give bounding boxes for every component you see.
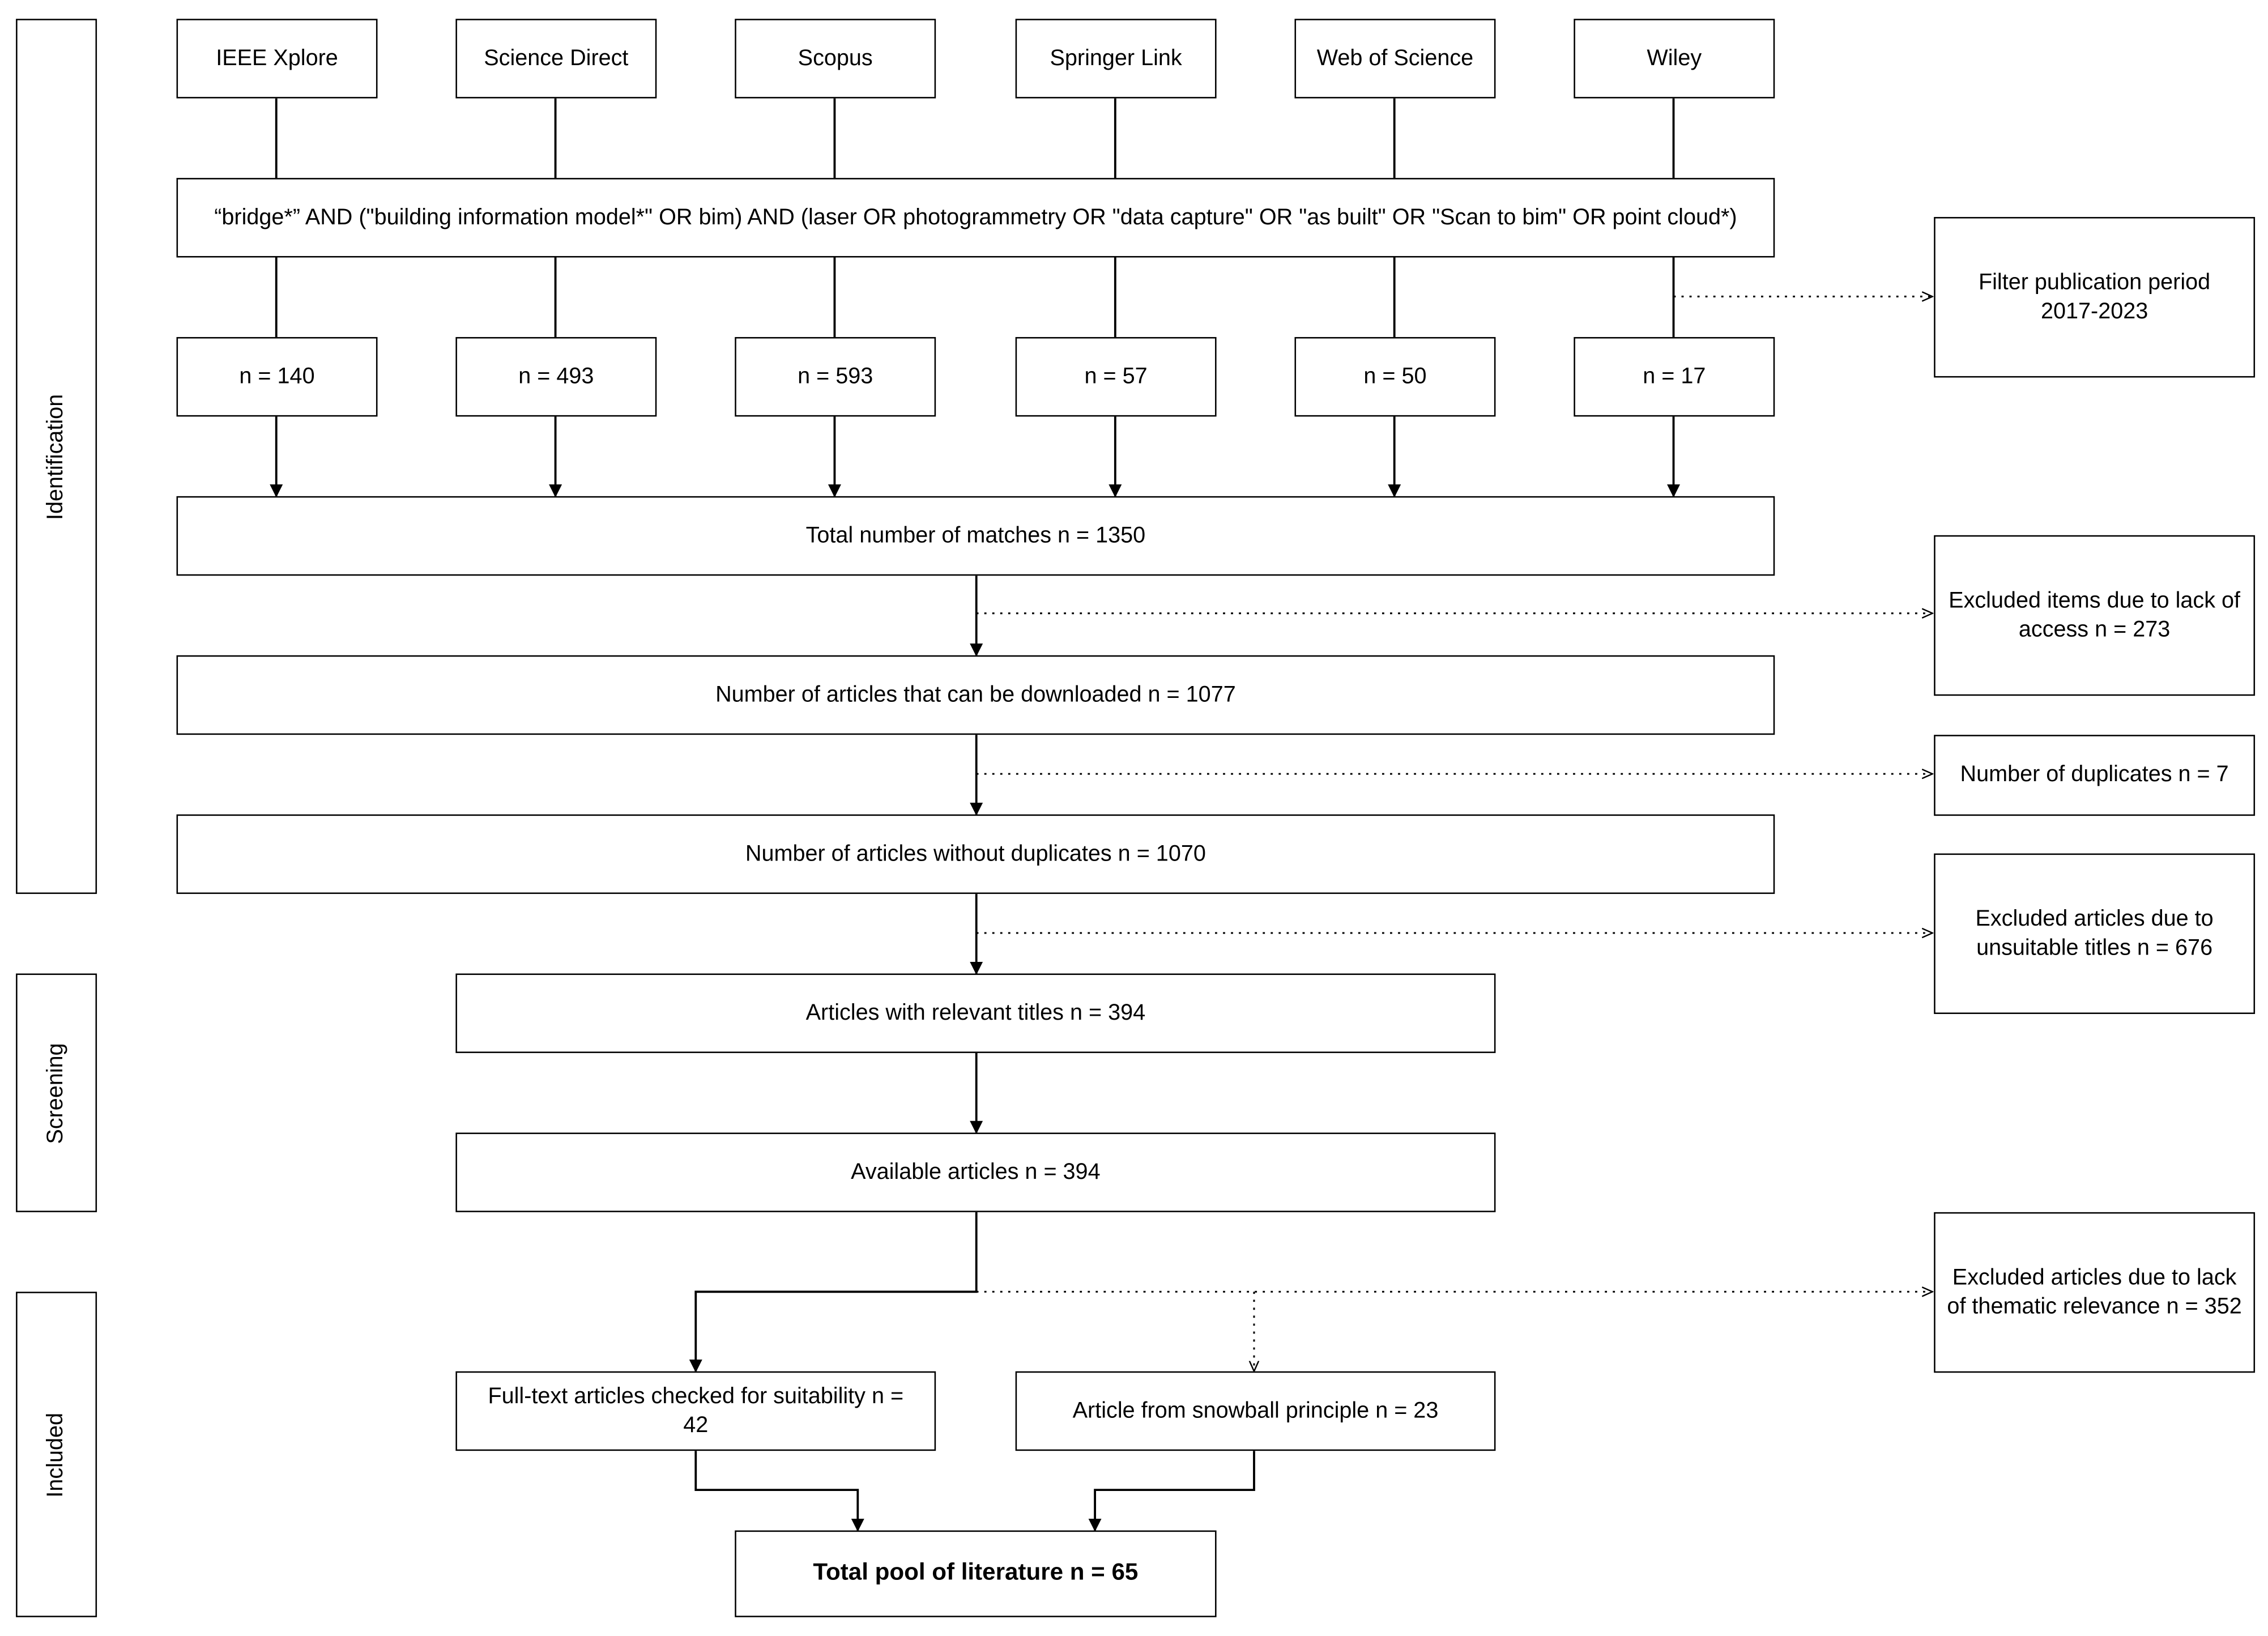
database-springer-link: Springer Link xyxy=(1015,19,1217,99)
count-wiley-label: n = 17 xyxy=(1643,364,1706,389)
count-springer-link: n = 57 xyxy=(1015,336,1217,417)
stage-screening: Screening xyxy=(16,973,97,1212)
count-wiley: n = 17 xyxy=(1574,336,1775,417)
count-science-direct: n = 493 xyxy=(455,336,657,417)
database-science-direct-label: Science Direct xyxy=(484,46,629,71)
database-scopus-label: Scopus xyxy=(798,46,873,71)
without-duplicates-text: Number of articles without duplicates n … xyxy=(745,841,1206,866)
database-web-of-science-label: Web of Science xyxy=(1316,46,1474,71)
stage-identification-label: Identification xyxy=(43,393,69,519)
total-pool-text: Total pool of literature n = 65 xyxy=(813,1560,1139,1586)
relevant-titles-box: Articles with relevant titles n = 394 xyxy=(455,973,1496,1053)
database-wiley-label: Wiley xyxy=(1647,46,1702,71)
excluded-titles-box: Excluded articles due to unsuitable titl… xyxy=(1934,853,2256,1015)
excluded-access-box: Excluded items due to lack of access n =… xyxy=(1934,535,2256,696)
count-web-of-science: n = 50 xyxy=(1294,336,1496,417)
total-matches-text: Total number of matches n = 1350 xyxy=(805,523,1146,548)
main-flow-arrows xyxy=(689,576,1255,1532)
count-ieee-xplore: n = 140 xyxy=(176,336,378,417)
duplicates-box: Number of duplicates n = 7 xyxy=(1934,735,2256,816)
available-articles-text: Available articles n = 394 xyxy=(851,1160,1101,1185)
stage-identification: Identification xyxy=(16,19,97,894)
downloadable-box: Number of articles that can be downloade… xyxy=(176,655,1775,735)
database-scopus: Scopus xyxy=(735,19,936,99)
search-query-box: “bridge*” AND ("building information mod… xyxy=(176,178,1775,258)
database-ieee-xplore-label: IEEE Xplore xyxy=(216,46,338,71)
filter-period-box: Filter publication period 2017-2023 xyxy=(1934,217,2256,378)
stage-screening-label: Screening xyxy=(43,1042,69,1144)
database-web-of-science: Web of Science xyxy=(1294,19,1496,99)
stage-included: Included xyxy=(16,1292,97,1617)
without-duplicates-box: Number of articles without duplicates n … xyxy=(176,814,1775,894)
total-pool-box: Total pool of literature n = 65 xyxy=(735,1530,1217,1617)
full-text-box: Full-text articles checked for suitabili… xyxy=(455,1371,936,1451)
query-to-count-lines xyxy=(275,257,1675,337)
stage-included-label: Included xyxy=(43,1412,69,1497)
snowball-box: Article from snowball principle n = 23 xyxy=(1015,1371,1496,1451)
full-text-text: Full-text articles checked for suitabili… xyxy=(488,1384,904,1437)
duplicates-text: Number of duplicates n = 7 xyxy=(1960,762,2229,787)
filter-period-text: Filter publication period 2017-2023 xyxy=(1978,270,2211,323)
database-ieee-xplore: IEEE Xplore xyxy=(176,19,378,99)
count-web-of-science-label: n = 50 xyxy=(1363,364,1427,389)
database-springer-link-label: Springer Link xyxy=(1050,46,1182,71)
available-articles-box: Available articles n = 394 xyxy=(455,1132,1496,1212)
database-wiley: Wiley xyxy=(1574,19,1775,99)
total-matches-box: Total number of matches n = 1350 xyxy=(176,496,1775,576)
count-scopus: n = 593 xyxy=(735,336,936,417)
count-science-direct-label: n = 493 xyxy=(518,364,594,389)
snowball-text: Article from snowball principle n = 23 xyxy=(1072,1398,1439,1424)
excluded-titles-text: Excluded articles due to unsuitable titl… xyxy=(1975,907,2214,960)
relevant-titles-text: Articles with relevant titles n = 394 xyxy=(805,1000,1146,1025)
exclusion-arrows xyxy=(976,296,1933,1371)
excluded-thematic-text: Excluded articles due to lack of themati… xyxy=(1947,1266,2242,1319)
excluded-thematic-box: Excluded articles due to lack of themati… xyxy=(1934,1212,2256,1373)
downloadable-text: Number of articles that can be downloade… xyxy=(715,682,1236,708)
search-query-text: “bridge*” AND ("building information mod… xyxy=(214,204,1737,230)
database-science-direct: Science Direct xyxy=(455,19,657,99)
count-scopus-label: n = 593 xyxy=(798,364,873,389)
database-to-query-lines xyxy=(275,98,1675,178)
count-springer-link-label: n = 57 xyxy=(1084,364,1148,389)
count-ieee-xplore-label: n = 140 xyxy=(239,364,315,389)
excluded-access-text: Excluded items due to lack of access n =… xyxy=(1949,589,2241,642)
count-to-total-arrows xyxy=(270,416,1681,498)
